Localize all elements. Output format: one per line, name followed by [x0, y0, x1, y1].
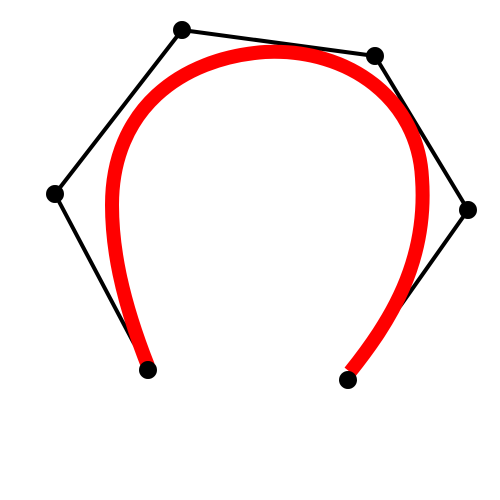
control-point-5[interactable] — [459, 201, 477, 219]
spline-curve — [105, 44, 430, 377]
control-polygon — [53, 28, 470, 382]
control-point-2[interactable] — [46, 185, 64, 203]
control-point-6[interactable] — [339, 371, 357, 389]
control-point-1[interactable] — [139, 361, 157, 379]
control-points — [46, 21, 477, 389]
control-point-3[interactable] — [173, 21, 191, 39]
control-point-4[interactable] — [366, 47, 384, 65]
